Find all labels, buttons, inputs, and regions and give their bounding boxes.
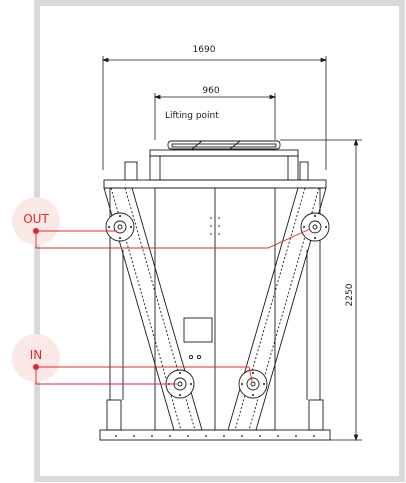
control-panel — [183, 317, 213, 360]
dimension-overall-width-label: 1690 — [193, 45, 216, 55]
flange-bolts — [108, 215, 327, 396]
flange-in-right — [238, 369, 268, 399]
cabinet-dots — [210, 217, 220, 235]
dimension-height — [280, 138, 362, 442]
dimension-overall-width — [101, 56, 328, 170]
flange-out-right — [300, 212, 330, 242]
out-leader-dot — [33, 228, 39, 234]
dimension-height-label: 2250 — [345, 283, 355, 306]
unit-body — [99, 179, 331, 441]
lifting-frame — [124, 140, 309, 181]
in-badge — [12, 334, 60, 382]
out-leader-lines — [35, 228, 311, 249]
base-rivets — [115, 435, 315, 437]
in-label: IN — [30, 348, 43, 362]
diagram-frame — [34, 0, 405, 482]
flange-out-left — [105, 212, 135, 242]
dimension-lifting-width-label: 960 — [202, 86, 219, 96]
in-leader-dot — [33, 364, 39, 370]
dimension-lifting-width — [153, 93, 277, 140]
out-badge — [12, 197, 60, 245]
in-leader-lines — [35, 366, 253, 385]
out-label: OUT — [23, 212, 49, 226]
lifting-point-label: Lifting point — [165, 111, 219, 121]
